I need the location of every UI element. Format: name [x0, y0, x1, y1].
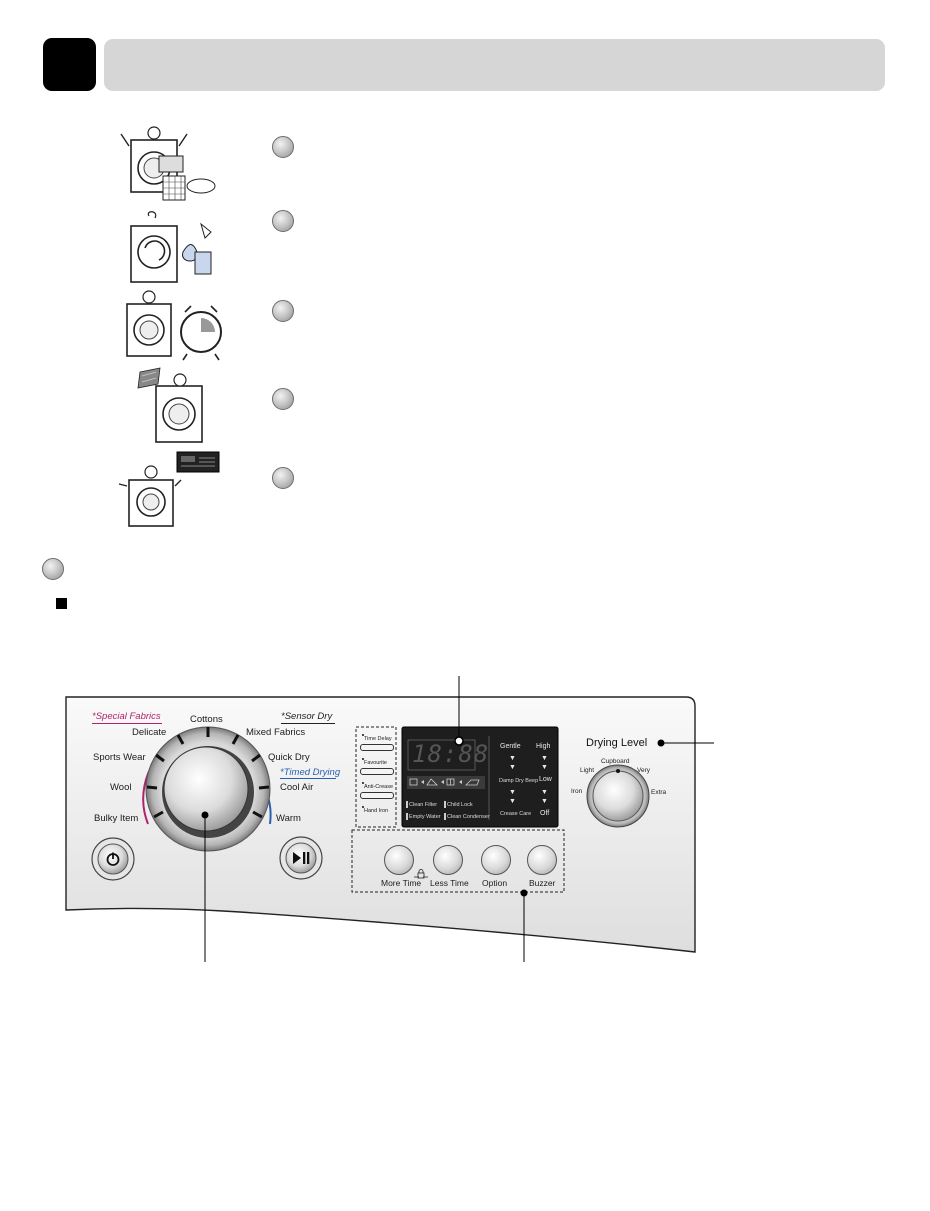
anti-crease-option[interactable]: Anti-Crease [360, 779, 394, 803]
more-time-label: More Time [381, 878, 422, 888]
program-sports-wear[interactable]: Sports Wear [93, 752, 146, 763]
feature-bullet-2 [272, 210, 294, 232]
more-time-button[interactable] [384, 845, 414, 875]
level-arrow: ▼ [541, 755, 548, 762]
special-fabrics-label: *Special Fabrics [92, 711, 161, 722]
time-delay-pill [360, 744, 394, 751]
favourite-pill [360, 768, 394, 775]
time-delay-dot [362, 734, 364, 736]
indicator-empty-water: Empty Water [409, 814, 441, 820]
drying-cupboard-label: Cupboard [601, 758, 630, 765]
timed-drying-underline [280, 778, 336, 779]
program-bulky-item[interactable]: Bulky Item [94, 813, 139, 824]
side-options-group: Time Delay Favourite Anti-Crease Hand Ir… [360, 731, 394, 825]
buzzer-label: Buzzer [529, 878, 556, 888]
level-off: Off [540, 810, 550, 817]
level-gentle: Gentle [500, 743, 521, 750]
indicator-child-lock: Child Lock [447, 802, 473, 808]
drying-very-label: Very [637, 767, 651, 774]
level-arrow: ▼ [509, 789, 516, 796]
level-damp-dry-beep: Damp Dry Beep [499, 778, 539, 784]
clean-condenser-led [444, 813, 446, 820]
less-time-button[interactable] [433, 845, 463, 875]
feature-bullet-3 [272, 300, 294, 322]
level-high: High [536, 743, 551, 750]
program-dial[interactable] [164, 747, 248, 831]
child-lock-icon [414, 869, 428, 879]
level-low: Low [539, 776, 552, 783]
program-cool-air[interactable]: Cool Air [280, 782, 314, 793]
program-quick-dry[interactable]: Quick Dry [268, 752, 310, 763]
sensor-dry-label: *Sensor Dry [281, 711, 333, 722]
favourite-dot [362, 758, 364, 760]
program-delicate[interactable]: Delicate [132, 727, 167, 738]
sensor-dry-illustration [137, 367, 203, 443]
feature-bullet-4 [272, 388, 294, 410]
hand-iron-dot [362, 806, 364, 808]
section-bullet [42, 558, 64, 580]
hand-iron-label: Hand Iron [364, 808, 389, 814]
empty-water-led [406, 813, 408, 820]
level-arrow: ▼ [541, 789, 548, 796]
drying-extra-label: Extra [651, 789, 667, 796]
time-delay-label: Time Delay [364, 736, 392, 742]
anti-crease-pill [360, 792, 394, 799]
timed-drying-label: *Timed Drying [280, 767, 341, 778]
special-fabrics-underline [92, 723, 162, 724]
drying-level-knob[interactable] [590, 768, 646, 824]
play-pause-icon[interactable] [292, 850, 310, 866]
level-arrow: ▼ [541, 764, 548, 771]
time-delay-illustration [126, 290, 222, 361]
buzzer-button[interactable] [527, 845, 557, 875]
drying-level-title: Drying Level [586, 737, 648, 749]
anti-crease-label: Anti-Crease [364, 784, 394, 790]
option-button[interactable] [481, 845, 511, 875]
cycle-progress-icons [409, 778, 480, 786]
feature-bullet-1 [272, 136, 294, 158]
sub-heading-square [56, 598, 67, 609]
child-lock-led [444, 801, 446, 808]
section-title-bar [104, 39, 885, 91]
drying-light-label: Light [580, 767, 595, 774]
program-mixed-fabrics[interactable]: Mixed Fabrics [246, 727, 306, 738]
time-delay-option[interactable]: Time Delay [360, 731, 394, 755]
level-arrow: ▼ [509, 764, 516, 771]
level-arrow: ▼ [541, 798, 548, 805]
program-warm[interactable]: Warm [276, 813, 301, 824]
control-panel-illustration [118, 451, 220, 527]
anti-crease-dot [362, 782, 364, 784]
program-cottons[interactable]: Cottons [190, 714, 223, 725]
condensing-water-illustration [130, 211, 212, 283]
feature-bullet-5 [272, 467, 294, 489]
level-arrow: ▼ [509, 755, 516, 762]
level-crease-care: Crease Care [500, 811, 532, 817]
sensor-dry-underline [281, 723, 335, 724]
less-time-label: Less Time [430, 878, 469, 888]
option-label: Option [482, 878, 508, 888]
drying-iron-label: Iron [571, 788, 583, 795]
display-digits: 18:88 [412, 740, 490, 768]
program-wool[interactable]: Wool [110, 782, 132, 793]
load-laundry-illustration [120, 126, 216, 201]
favourite-label: Favourite [364, 760, 387, 766]
favourite-option[interactable]: Favourite [360, 755, 394, 779]
clean-filter-led [406, 801, 408, 808]
power-icon[interactable] [105, 851, 121, 867]
level-arrow: ▼ [509, 798, 516, 805]
indicator-clean-condenser: Clean Condenser [447, 814, 490, 820]
indicator-clean-filter: Clean Filter [409, 802, 438, 808]
hand-iron-option[interactable]: Hand Iron [360, 803, 394, 825]
section-number-box [43, 38, 96, 91]
